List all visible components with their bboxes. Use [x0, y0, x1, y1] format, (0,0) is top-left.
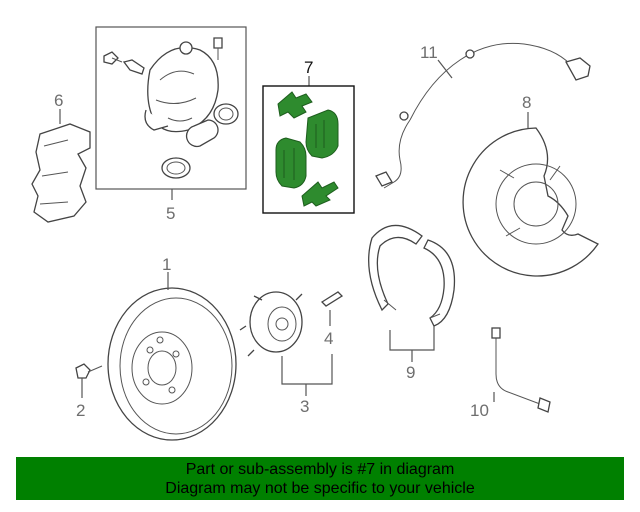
brake-pad-inner-drawing — [275, 137, 307, 189]
brake-hose-drawing[interactable] — [491, 327, 551, 413]
brake-rotor-drawing[interactable] — [107, 287, 237, 441]
info-banner: Part or sub-assembly is #7 in diagram Di… — [16, 457, 624, 500]
callout-9: 9 — [406, 363, 415, 382]
brake-parts-diagram: 5 6 7 11 8 — [31, 26, 599, 441]
wheel-stud-drawing[interactable] — [320, 291, 344, 307]
caliper-body-drawing — [144, 41, 219, 133]
callout-10: 10 — [470, 401, 489, 420]
caliper-kit-group[interactable] — [95, 26, 247, 190]
abs-sensor-drawing[interactable] — [375, 42, 591, 189]
callout-4: 4 — [324, 329, 333, 348]
callout-3: 3 — [300, 397, 309, 416]
brake-pad-kit-box — [262, 85, 355, 214]
banner-line-2: Diagram may not be specific to your vehi… — [165, 480, 475, 497]
callout-8: 8 — [522, 93, 531, 112]
bleeder-screw-drawing — [213, 37, 223, 60]
backing-plate-drawing[interactable] — [462, 127, 599, 277]
piston-seal-drawing — [161, 103, 239, 179]
brake-pad-kit-group[interactable] — [262, 85, 355, 214]
wheel-hub-drawing[interactable] — [239, 291, 303, 357]
callout-7: 7 — [304, 58, 313, 77]
callout-2: 2 — [76, 401, 85, 420]
callout-1: 1 — [162, 255, 171, 274]
callout-5: 5 — [166, 204, 175, 223]
parking-brake-shoes-drawing[interactable] — [368, 224, 456, 327]
callout-11: 11 — [420, 43, 438, 62]
pad-clip-bottom-drawing — [301, 181, 339, 207]
caliper-bolt-drawing — [103, 51, 145, 75]
rotor-bolt-drawing[interactable] — [75, 363, 103, 379]
pad-clip-top-drawing — [277, 91, 313, 119]
caliper-kit-box — [95, 26, 247, 190]
callout-6: 6 — [54, 91, 63, 110]
brake-pad-outer-drawing — [305, 109, 339, 159]
caliper-bracket-drawing[interactable] — [31, 123, 91, 223]
banner-line-1: Part or sub-assembly is #7 in diagram — [185, 461, 455, 478]
